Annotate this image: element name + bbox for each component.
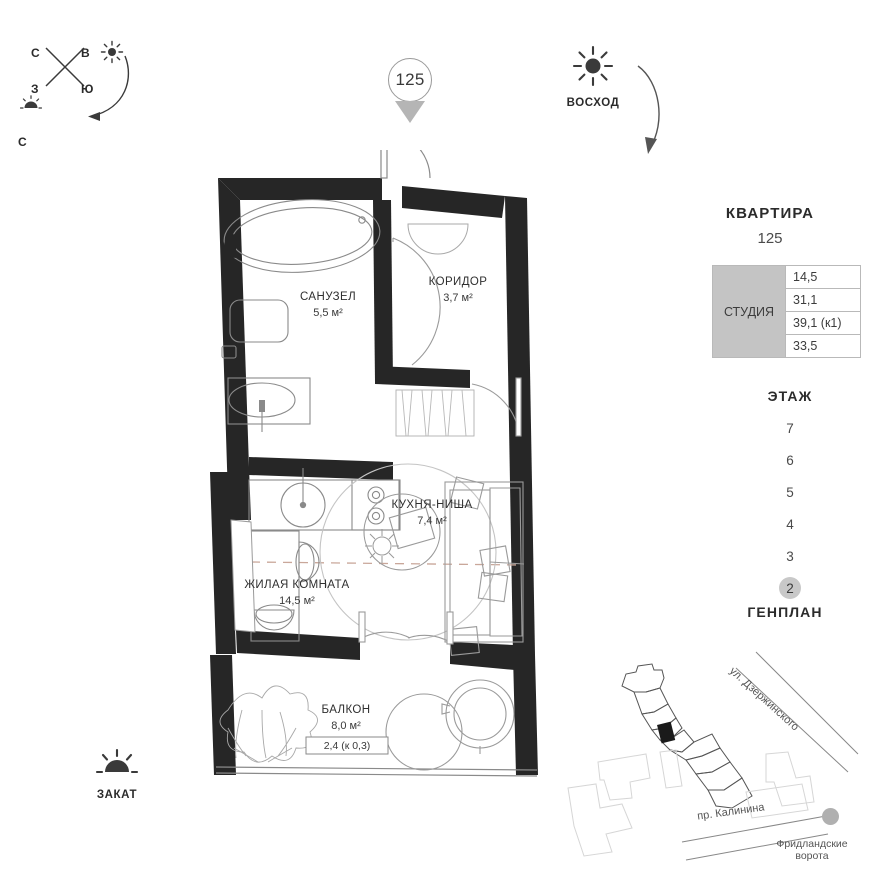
apartment-title: КВАРТИРА [725, 205, 815, 222]
compass-label-west: З [31, 82, 39, 96]
apartment-pin-pointer-icon [395, 101, 425, 123]
room-label-balcony: БАЛКОН 8,0 м² 2,4 (к 0,3) [305, 704, 389, 755]
room-name-kitchen: КУХНЯ-НИША [391, 499, 472, 511]
floor-item-5-label: 5 [786, 484, 794, 500]
room-label-corridor: КОРИДОР 3,7 м² [429, 276, 488, 304]
compass-sun-path-arrow-icon [30, 48, 140, 133]
floor-item-2-selected[interactable]: 2 [700, 572, 880, 604]
floor-selector-title: ЭТАЖ [767, 388, 813, 404]
genplan-drawing [567, 651, 859, 861]
room-label-living: ЖИЛАЯ КОМНАТА 14,5 м² [244, 579, 349, 607]
genplan-title: ГЕНПЛАН [747, 604, 823, 620]
sunset-label: ЗАКАТ [96, 789, 138, 801]
genplan-map[interactable] [560, 630, 880, 885]
kitchen-counter-icon [248, 468, 400, 531]
sunrise-path-arrow-icon [630, 60, 710, 165]
genplan-landmark-line1: Фридландские [776, 838, 848, 850]
apartment-area-total-no-balcony: 31,1 [786, 289, 860, 312]
floor-selector-list[interactable]: 7 6 5 4 3 2 [700, 412, 880, 604]
floor-item-7-label: 7 [786, 420, 794, 436]
genplan-complex-buildings [621, 663, 753, 809]
floor-plan-drawing: САНУЗЕЛ 5,5 м² КОРИДОР 3,7 м² КУХНЯ-НИША… [210, 131, 538, 777]
floor-item-6-label: 6 [786, 452, 794, 468]
bathroom-door [392, 237, 441, 366]
balcony-door [358, 611, 454, 645]
apartment-number: 125 [757, 230, 783, 247]
coffee-table-icon [363, 493, 441, 571]
sunrise-icon [548, 44, 638, 93]
compass-label-north: С [18, 135, 27, 149]
sunrise-label: ВОСХОД [566, 97, 620, 109]
sink-icon [227, 377, 311, 432]
floor-item-3[interactable]: 3 [700, 540, 880, 572]
balcony-chair-icon [441, 679, 515, 754]
room-area-balcony: 8,0 м² [331, 720, 361, 732]
genplan-street-lines [681, 651, 859, 861]
bathtub-icon [223, 199, 381, 273]
compass-label-east: В [81, 46, 90, 60]
toilet-icon [221, 299, 289, 359]
compass-sunrise-icon [100, 40, 124, 69]
sofa-icon [444, 476, 525, 656]
kitchen-door [471, 377, 522, 437]
balcony-railing [215, 766, 538, 777]
plant-icon [365, 529, 399, 563]
room-area-living: 14,5 м² [279, 595, 315, 607]
exterior-walls [210, 178, 538, 775]
room-area-bathroom: 5,5 м² [313, 307, 343, 319]
apartment-pin-number: 125 [388, 58, 432, 102]
apartment-area-values: 14,5 31,1 39,1 (к1) 33,5 [786, 266, 860, 357]
floor-item-5[interactable]: 5 [700, 476, 880, 508]
compass-sunset-icon [19, 95, 43, 118]
room-name-balcony: БАЛКОН [322, 704, 371, 716]
genplan-highlighted-block [657, 721, 676, 744]
floor-plan[interactable]: САНУЗЕЛ 5,5 м² КОРИДОР 3,7 м² КУХНЯ-НИША… [150, 131, 570, 815]
floor-item-3-label: 3 [786, 548, 794, 564]
apartment-type-cell: СТУДИЯ [713, 266, 786, 357]
balcony-coefficient-box [305, 736, 389, 755]
room-name-bathroom: САНУЗЕЛ [300, 291, 356, 303]
room-area-kitchen: 7,4 м² [417, 515, 447, 527]
round-rug-icon [319, 463, 497, 641]
apartment-area-living: 14,5 [786, 266, 860, 289]
compass-cross-icon [45, 47, 85, 87]
genplan-landmark-line2: ворота [795, 850, 829, 862]
room-area-corridor: 3,7 м² [443, 292, 473, 304]
floor-item-2-label: 2 [779, 577, 801, 599]
zone-divider [250, 561, 523, 566]
apartment-area-table: СТУДИЯ 14,5 31,1 39,1 (к1) 33,5 [712, 265, 861, 358]
sunrise-indicator: ВОСХОД [548, 44, 638, 109]
floor-item-4-label: 4 [786, 516, 794, 532]
genplan-landmark-dot-icon [822, 808, 839, 825]
floor-item-7[interactable]: 7 [700, 412, 880, 444]
balcony-coefficient: 2,4 (к 0,3) [324, 740, 371, 752]
corridor-rug [407, 223, 469, 255]
entrance-door [380, 131, 431, 179]
floor-item-4[interactable]: 4 [700, 508, 880, 540]
living-room-window [230, 519, 256, 633]
room-label-kitchen: КУХНЯ-НИША 7,4 м² [391, 499, 472, 527]
compass-label-south: Ю [81, 82, 94, 96]
apartment-area-total-k1: 39,1 (к1) [786, 312, 860, 335]
interior-walls [249, 200, 470, 480]
apartment-area-usable: 33,5 [793, 339, 818, 353]
room-name-corridor: КОРИДОР [429, 276, 488, 288]
compass-rose: С В З Ю [18, 20, 148, 149]
apartment-pin-marker[interactable]: 125 [360, 58, 460, 128]
chair-icons [253, 541, 320, 631]
room-name-living: ЖИЛАЯ КОМНАТА [244, 579, 349, 591]
sunset-indicator: ЗАКАТ [72, 748, 162, 801]
genplan-surrounding-buildings [567, 749, 815, 857]
sunset-icon [72, 748, 162, 785]
balcony-plant-icon [219, 685, 318, 763]
room-label-bathroom: САНУЗЕЛ 5,5 м² [300, 291, 356, 319]
genplan-landmark-label: Фридландские ворота [752, 838, 872, 862]
closet-hatching [395, 389, 475, 437]
floor-item-6[interactable]: 6 [700, 444, 880, 476]
